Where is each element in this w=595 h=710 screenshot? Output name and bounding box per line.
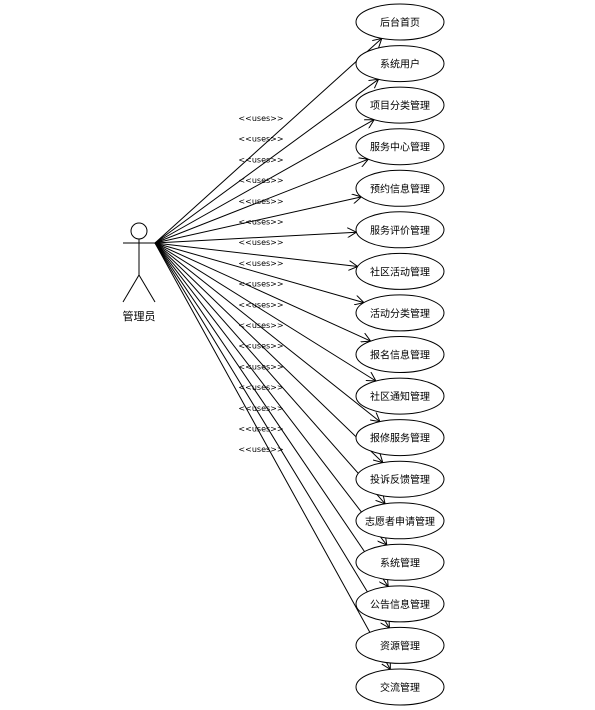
actor-right-leg: [138, 274, 156, 303]
association-line: [154, 232, 356, 244]
uses-label: <<uses>>: [238, 425, 283, 434]
use-case[interactable]: 活动分类管理: [355, 294, 445, 332]
use-case-ellipse: [355, 294, 445, 332]
use-case[interactable]: 投诉反馈管理: [355, 460, 445, 498]
use-cases: 后台首页系统用户项目分类管理服务中心管理预约信息管理服务评价管理社区活动管理活动…: [355, 3, 445, 706]
association-line: [154, 242, 389, 628]
use-case-ellipse: [355, 626, 445, 664]
use-case[interactable]: 项目分类管理: [355, 86, 445, 124]
associations: <<uses>> <<uses>> <<uses>> <<uses>> <<uses>>…: [154, 38, 390, 669]
use-case-ellipse: [355, 3, 445, 41]
use-case-label: 公告信息管理: [370, 598, 430, 611]
use-case[interactable]: 社区通知管理: [355, 377, 445, 415]
association-line: [154, 120, 374, 244]
use-case-label: 交流管理: [380, 681, 420, 694]
use-case-ellipse: [355, 460, 445, 498]
use-case-ellipse: [355, 377, 445, 415]
uses-label: <<uses>>: [238, 135, 283, 144]
use-case-label: 预约信息管理: [370, 182, 430, 195]
use-case[interactable]: 社区活动管理: [355, 252, 445, 290]
use-case-label: 投诉反馈管理: [370, 473, 430, 486]
uses-label: <<uses>>: [238, 362, 283, 371]
use-case-ellipse: [355, 502, 445, 540]
association-line: [154, 79, 379, 244]
use-case-ellipse: [355, 128, 445, 166]
use-case-ellipse: [355, 169, 445, 207]
use-case[interactable]: 服务评价管理: [355, 211, 445, 249]
use-case-label: 报名信息管理: [370, 349, 430, 362]
association-line: [154, 242, 364, 303]
uses-label: <<uses>>: [238, 197, 283, 206]
use-case-ellipse: [355, 668, 445, 706]
actor-head-icon: [130, 222, 148, 240]
use-case[interactable]: 系统管理: [355, 543, 445, 581]
use-case-ellipse: [355, 45, 445, 83]
use-case[interactable]: 交流管理: [355, 668, 445, 706]
uses-label: <<uses>>: [238, 300, 283, 309]
uses-label: <<uses>>: [238, 383, 283, 392]
use-case-label: 系统用户: [380, 58, 420, 71]
use-case-label: 项目分类管理: [370, 99, 430, 112]
uses-label: <<uses>>: [238, 280, 283, 289]
uses-label: <<uses>>: [238, 218, 283, 227]
use-case[interactable]: 系统用户: [355, 45, 445, 83]
association-line: [154, 242, 387, 545]
association-line: [154, 197, 361, 244]
association-line: [154, 242, 376, 381]
uses-label: <<uses>>: [238, 238, 283, 247]
use-case-label: 社区通知管理: [370, 390, 430, 403]
association-line: [154, 242, 385, 504]
actor-left-leg: [122, 274, 140, 303]
association-line: [154, 242, 383, 463]
uses-label: <<uses>>: [238, 321, 283, 330]
use-case-ellipse: [355, 419, 445, 457]
association-line: [154, 242, 371, 341]
use-case[interactable]: 报修服务管理: [355, 419, 445, 457]
actor: 管理员: [122, 222, 156, 323]
use-case-label: 服务中心管理: [370, 141, 430, 154]
association-line: [154, 38, 382, 244]
use-case-label: 后台首页: [380, 16, 420, 29]
association-line: [154, 242, 390, 669]
use-case[interactable]: 报名信息管理: [355, 336, 445, 373]
uses-label: <<uses>>: [238, 404, 283, 413]
use-case-ellipse: [355, 211, 445, 249]
use-case-label: 报修服务管理: [370, 432, 430, 445]
uses-label: <<uses>>: [238, 259, 283, 268]
use-case[interactable]: 资源管理: [355, 626, 445, 664]
use-case-label: 活动分类管理: [370, 307, 430, 320]
use-case-ellipse: [355, 336, 445, 373]
association-line: [154, 242, 358, 267]
association-line: [154, 242, 388, 587]
use-case[interactable]: 志愿者申请管理: [355, 502, 445, 540]
use-case[interactable]: 公告信息管理: [355, 585, 445, 623]
association-line: [154, 159, 368, 244]
use-case-ellipse: [355, 543, 445, 581]
use-case[interactable]: 服务中心管理: [355, 128, 445, 166]
use-case-ellipse: [355, 585, 445, 623]
uses-label: <<uses>>: [238, 445, 283, 454]
use-case-ellipse: [355, 252, 445, 290]
use-case-label: 系统管理: [380, 556, 420, 569]
uses-label: <<uses>>: [238, 342, 283, 351]
use-case-label: 服务评价管理: [370, 224, 430, 237]
uses-label: <<uses>>: [238, 155, 283, 164]
use-case[interactable]: 后台首页: [355, 3, 445, 41]
use-case-ellipse: [355, 86, 445, 124]
uses-label: <<uses>>: [238, 114, 283, 123]
use-case-label: 社区活动管理: [370, 265, 430, 278]
association-line: [154, 242, 380, 422]
use-case[interactable]: 预约信息管理: [355, 169, 445, 207]
use-case-label: 志愿者申请管理: [365, 515, 435, 528]
use-case-label: 资源管理: [380, 639, 420, 652]
actor-label: 管理员: [123, 309, 156, 323]
uses-label: <<uses>>: [238, 176, 283, 185]
